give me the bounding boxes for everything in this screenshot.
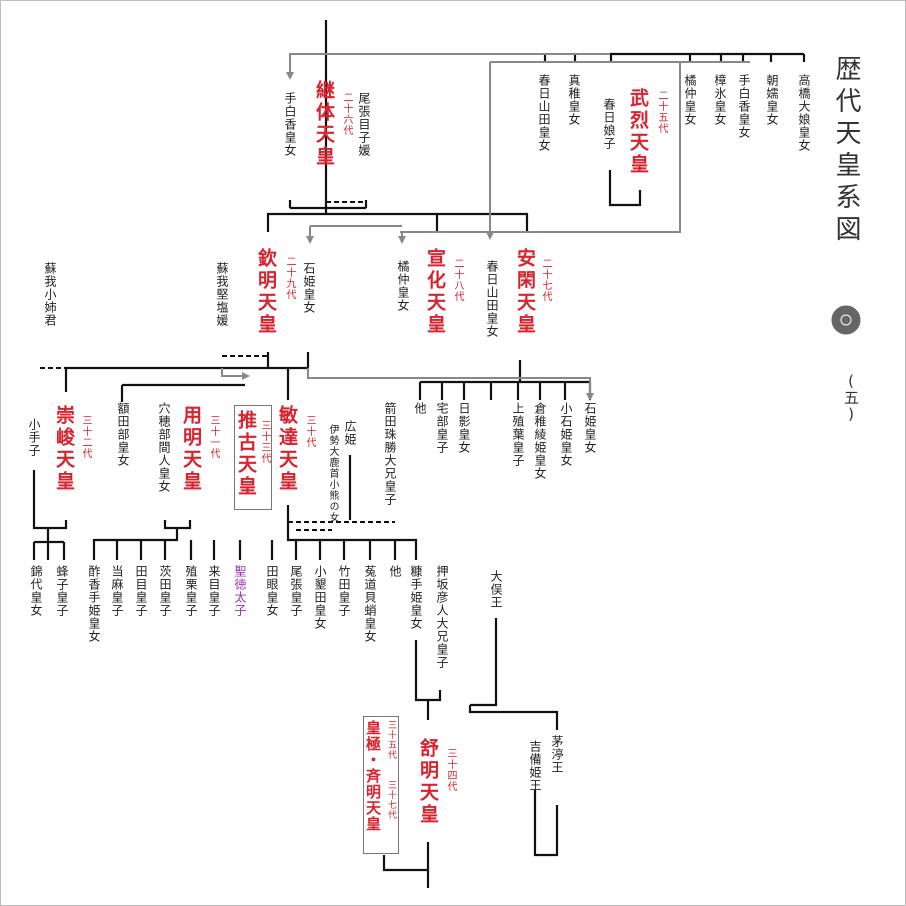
page-title: 歴代天皇系図: [831, 55, 861, 247]
person-kasuga-iratsume: 春日娘子: [602, 98, 616, 150]
line-senka-ankan: [418, 360, 592, 400]
emperor-keitai: 継体天皇: [313, 80, 335, 168]
person-owari: 尾張皇子: [289, 565, 303, 617]
person-nukate: 糠手姫皇女: [409, 565, 423, 630]
person-sakaku: 小石姫皇女: [559, 402, 573, 467]
person-hatsuse: 錦代皇女: [29, 565, 43, 617]
person-tame: 田目皇子: [134, 565, 148, 617]
person-okudasoku: 小墾田皇女: [313, 565, 327, 630]
person-mariko: 酢香手姫皇女: [87, 565, 101, 643]
person-tashiraka2: 手白香皇女: [737, 74, 751, 139]
gen-jomei: 三十四代: [445, 748, 456, 792]
person-manu: 真稚皇女: [567, 74, 581, 126]
gen-yomei: 三十一代: [208, 415, 219, 459]
person-ise-mother: 伊勢大鹿首小熊の女: [327, 424, 338, 523]
person-tashiraka: 手白香皇女: [283, 92, 297, 157]
person-kuramo: 倉稚綾姫皇女: [533, 402, 547, 480]
person-soga-kitashi: 蘇我堅塩媛: [215, 262, 229, 327]
person-soga-koakine: 蘇我小姉君: [43, 262, 57, 327]
gen-bidatsu: 三十代: [304, 415, 315, 448]
person-eku2: 殖栗皇子: [184, 565, 198, 617]
person-chinu: 茅渟王: [550, 735, 564, 774]
person-menoko: 尾張目子媛: [357, 92, 371, 157]
person-hiro: 広姫: [343, 420, 357, 446]
person-takeda: 竹田皇子: [337, 565, 351, 617]
emperor-suiko: 推古天皇: [235, 410, 257, 498]
person-kasuga-yamada-mid: 春日山田皇女: [485, 260, 499, 338]
person-nukatabe: 額田部皇女: [116, 402, 130, 467]
gen-kogyoku-2: 三十七代: [386, 780, 396, 820]
person-kibi: 吉備姫王: [528, 740, 542, 792]
gen-buretsu: 二十五代: [656, 90, 667, 134]
person-hachiko: 蜂子皇子: [55, 565, 69, 617]
line-yomei: [92, 520, 242, 560]
person-shotoku: 聖徳太子: [233, 565, 247, 617]
person-oshisaka: 押坂彦人大兄皇子: [435, 565, 449, 669]
person-tenda: 箭田珠勝大兄皇子: [383, 402, 397, 506]
gen-sushun: 三十二代: [80, 415, 91, 459]
line-buretsu-spouse: [608, 170, 642, 207]
line-okubo: [468, 618, 559, 730]
gen-suiko: 三十三代: [259, 420, 270, 464]
person-kamisaka: 上殖葉皇子: [511, 402, 525, 467]
suiko-box: [234, 405, 272, 510]
person-takahashi: 高橋大娘皇女: [797, 74, 811, 152]
chrysanthemum-crest-icon: [830, 304, 862, 336]
person-kasuga-yamada-top: 春日山田皇女: [537, 74, 551, 152]
volume-label: (五): [842, 372, 860, 423]
person-ohako: 小手子: [27, 418, 41, 457]
line-oshisaka: [414, 640, 442, 720]
person-kume: 来目皇子: [207, 565, 221, 617]
person-yakaminoe: 宅部皇子: [435, 402, 449, 454]
emperor-buretsu: 武烈天皇: [627, 88, 649, 176]
line-buretsu-block: [543, 52, 806, 62]
emperor-kogyoku: 皇極・斉明天皇: [364, 720, 382, 832]
person-ekuri: 茨田皇子: [158, 565, 172, 617]
emperor-ankan: 安閑天皇: [514, 248, 536, 336]
kogyoku-box: [363, 716, 399, 854]
line-keitai-children: [266, 208, 529, 232]
line-keitai-stem: [288, 200, 368, 208]
emperor-bidatsu: 敏達天皇: [276, 405, 298, 493]
person-kume-ma: 当麻皇子: [110, 565, 124, 617]
line-jomei: [382, 842, 430, 888]
emperor-jomei: 舒明天皇: [417, 738, 439, 826]
line-bidatsu: [270, 505, 418, 560]
person-uji: 菟道貝蛸皇女: [363, 565, 377, 643]
emperor-yomei: 用明天皇: [180, 405, 202, 493]
gen-keitai: 二十六代: [341, 92, 352, 136]
person-hoka-1: 他: [413, 402, 427, 415]
gen-kinmei: 二十九代: [284, 256, 295, 300]
person-asatsuma: 朝嬬皇女: [765, 74, 779, 126]
person-hoka-2: 他: [388, 565, 402, 578]
emperor-senka: 宣化天皇: [424, 248, 446, 336]
line-chinu: [533, 790, 559, 857]
gen-kogyoku-1: 三十五代: [386, 720, 396, 760]
person-okubo: 大俣王: [489, 570, 503, 609]
person-tachibana-top: 橘仲皇女: [683, 74, 697, 126]
person-ishihime: 石姫皇女: [302, 262, 316, 314]
person-tamura: 田眼皇女: [265, 565, 279, 617]
emperor-sushun: 崇峻天皇: [53, 405, 75, 493]
person-anahobe: 穴穂部間人皇女: [157, 402, 171, 493]
person-tachibana-mid: 橘仲皇女: [396, 260, 410, 312]
person-iwa: 石姫皇女: [583, 402, 597, 454]
person-kasuge: 日影皇女: [457, 402, 471, 454]
line-kinmei-sons: [120, 368, 290, 402]
emperor-kinmei: 欽明天皇: [255, 248, 277, 336]
line-sushun: [32, 470, 68, 560]
person-sakate: 樟氷皇女: [713, 74, 727, 126]
gen-senka: 二十八代: [452, 258, 463, 302]
gen-ankan: 二十七代: [540, 258, 551, 302]
